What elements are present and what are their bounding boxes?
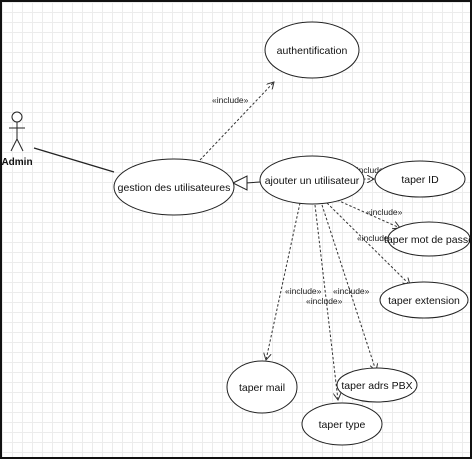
include-label: «include» — [306, 296, 343, 306]
usecase-taper-extension[interactable]: taper extension — [379, 281, 469, 319]
usecase-authentification[interactable]: authentification — [264, 21, 360, 79]
usecase-taper-type[interactable]: taper type — [301, 402, 383, 446]
usecase-ajouter-utilisateur[interactable]: ajouter un utilisateur — [259, 155, 365, 205]
include-label: «include» — [212, 95, 249, 105]
usecase-label: gestion des utilisateures — [118, 182, 231, 194]
usecase-label: authentification — [277, 45, 348, 57]
include-ajouter-taper-adrs-pbx — [321, 204, 376, 371]
actor-label: Admin — [2, 157, 33, 168]
usecase-label: taper type — [319, 419, 366, 431]
actor-right-leg — [16, 138, 24, 152]
include-ajouter-taper-type — [314, 204, 338, 400]
include-ajouter-taper-mail — [266, 202, 301, 360]
usecase-taper-mot-de-passe[interactable]: taper mot de passe — [384, 221, 472, 257]
include-gestion-authentification — [199, 82, 274, 161]
usecase-taper-mail[interactable]: taper mail — [226, 360, 298, 414]
admin-actor[interactable]: Admin — [2, 111, 33, 168]
association-line — [33, 147, 115, 173]
generalization-arrowhead — [231, 175, 248, 191]
generalization-line — [245, 181, 261, 184]
usecase-gestion-utilisateurs[interactable]: gestion des utilisateures — [113, 158, 235, 216]
include-ajouter-taper-mdp — [336, 199, 400, 228]
usecase-label: taper ID — [401, 174, 439, 186]
include-label: «include» — [357, 233, 394, 243]
include-label: «include» — [333, 286, 370, 296]
usecase-taper-id[interactable]: taper ID — [374, 160, 466, 198]
usecase-label: taper mot de passe — [384, 234, 472, 246]
usecase-label: ajouter un utilisateur — [265, 175, 360, 187]
usecase-taper-adrs-pbx[interactable]: taper adrs PBX — [336, 367, 418, 403]
include-label: «include» — [285, 286, 322, 296]
usecase-label: taper mail — [239, 382, 285, 394]
actor-head — [11, 111, 23, 123]
include-ajouter-taper-extension — [326, 202, 410, 285]
usecase-label: taper extension — [388, 295, 460, 307]
usecase-label: taper adrs PBX — [341, 380, 412, 392]
actor-left-leg — [10, 138, 18, 152]
include-label: «include» — [366, 207, 403, 217]
include-label: «include» — [352, 165, 389, 175]
